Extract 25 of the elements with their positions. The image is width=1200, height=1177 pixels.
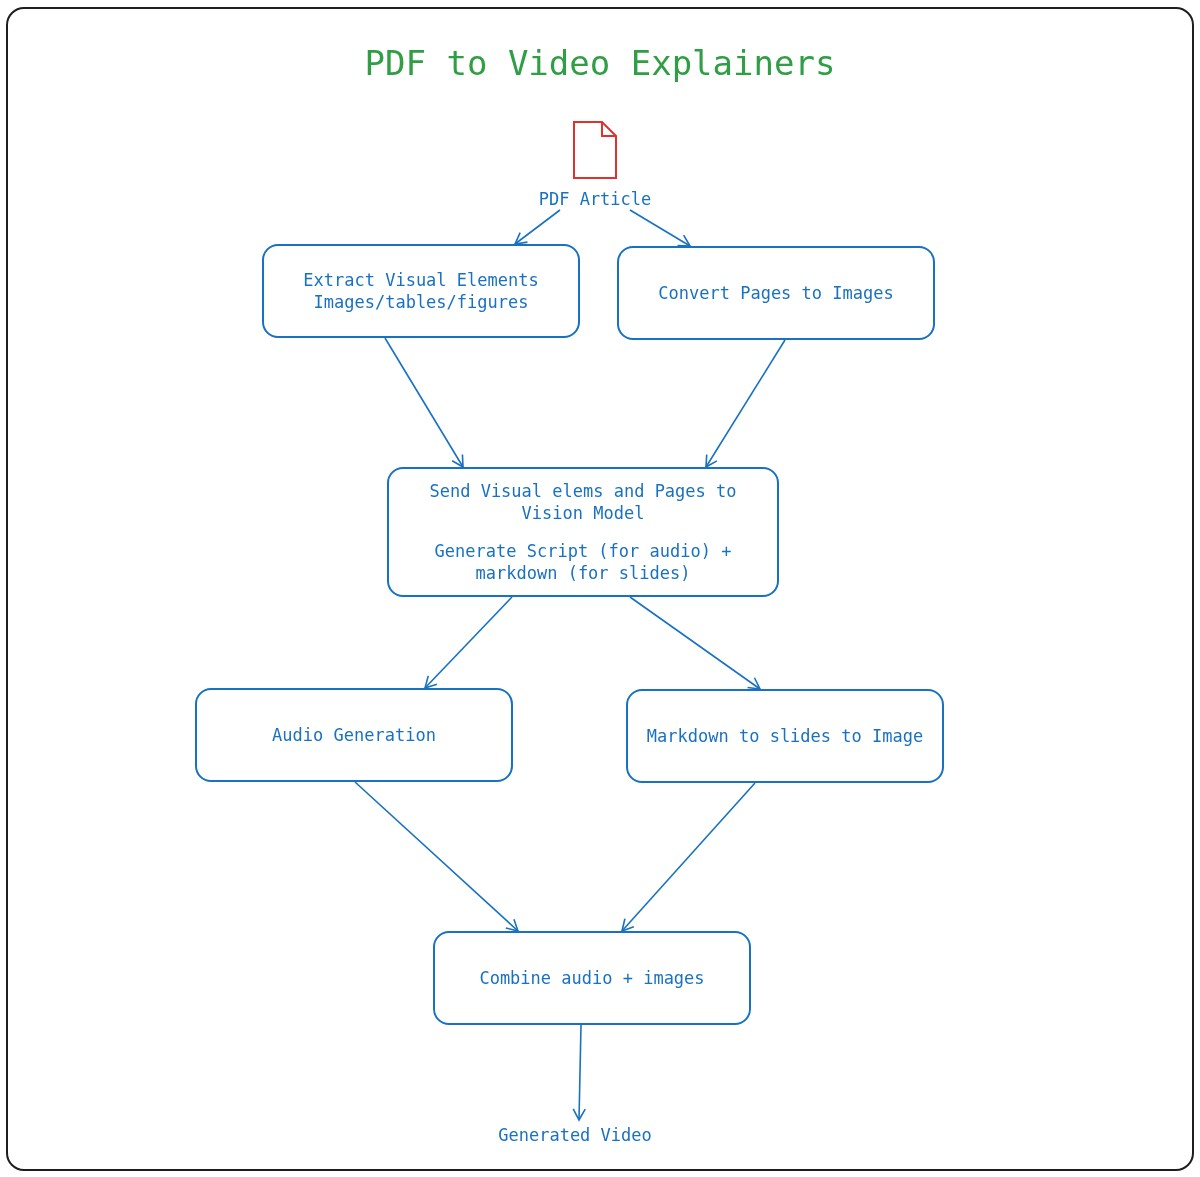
process-box bbox=[195, 688, 513, 782]
node-label: Markdown to slides to Image bbox=[646, 725, 924, 747]
arrow bbox=[621, 782, 756, 932]
node-label: Generate Script (for audio) + markdown (for slides) bbox=[433, 540, 733, 584]
process-box bbox=[617, 246, 935, 340]
node-label: Audio Generation bbox=[272, 724, 436, 746]
arrow bbox=[384, 337, 464, 468]
node-label: PDF Article bbox=[538, 188, 652, 210]
process-box bbox=[387, 467, 779, 597]
process-box bbox=[433, 931, 751, 1025]
process-box bbox=[262, 244, 580, 338]
node-label: Convert Pages to Images bbox=[658, 282, 894, 304]
process-box bbox=[626, 689, 944, 783]
arrow bbox=[629, 209, 691, 247]
node-label: Extract Visual Elements Images/tables/figures bbox=[302, 269, 540, 313]
title: PDF to Video Explainers bbox=[363, 42, 837, 85]
arrow bbox=[424, 596, 513, 689]
node-label: Generated Video bbox=[498, 1124, 652, 1146]
arrow bbox=[354, 781, 519, 932]
arrow bbox=[514, 209, 561, 245]
node-label: Combine audio + images bbox=[479, 967, 705, 989]
arrow bbox=[572, 1024, 587, 1121]
arrow bbox=[705, 339, 786, 468]
arrow bbox=[629, 596, 761, 690]
node-label: Send Visual elems and Pages to Vision Model bbox=[428, 480, 738, 524]
